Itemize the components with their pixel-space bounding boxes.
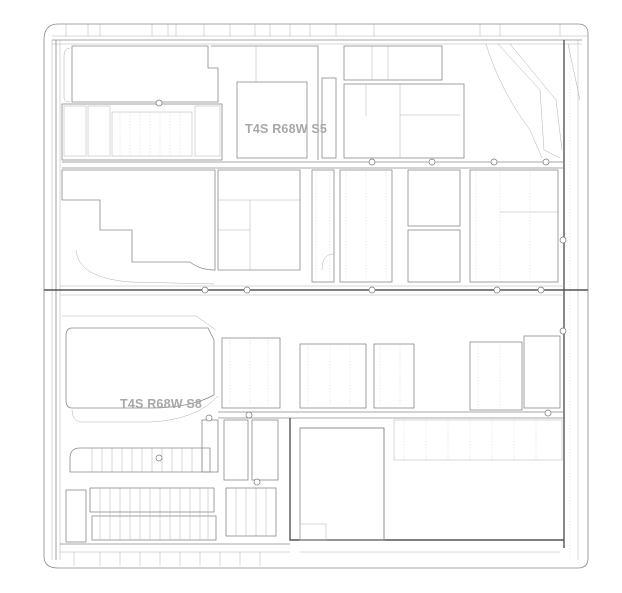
section-label-s8: T4S R68W S8 — [120, 397, 203, 411]
section-label-s5: T4S R68W S5 — [245, 122, 328, 136]
